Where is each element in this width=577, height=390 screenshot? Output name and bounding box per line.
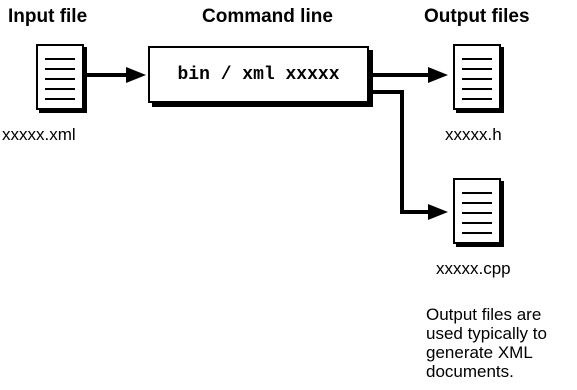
- command-box: bin / xml xxxxx: [148, 46, 369, 103]
- command-to-cpp-arrow: [372, 90, 448, 220]
- input-to-command-arrow: [87, 67, 146, 83]
- header-filename-label: xxxxx.h: [445, 125, 502, 144]
- command-to-header-arrow: [372, 67, 448, 83]
- header-output-document-icon: [453, 44, 501, 110]
- output-note: Output files are used typically to gener…: [426, 305, 547, 381]
- command-line-heading: Command line: [202, 6, 333, 27]
- input-file-heading: Input file: [8, 6, 88, 27]
- input-filename-label: xxxxx.xml: [2, 125, 76, 144]
- output-files-heading: Output files: [424, 6, 530, 27]
- cpp-output-document-icon: [453, 178, 501, 244]
- input-document-icon: [36, 44, 84, 110]
- cpp-filename-label: xxxxx.cpp: [436, 259, 511, 278]
